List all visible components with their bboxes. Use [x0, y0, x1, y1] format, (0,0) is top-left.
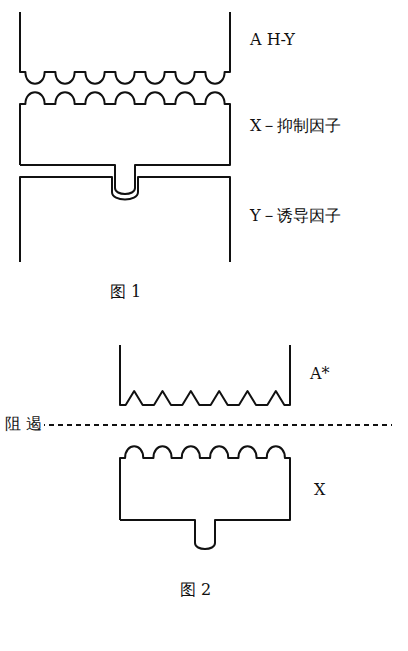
factor-label: X－抑制因子	[248, 116, 343, 135]
factor-label: Y－诱导因子	[248, 206, 343, 225]
receptor-a	[20, 12, 230, 84]
factor-label: X	[312, 480, 327, 499]
altered-receptor-a	[120, 345, 290, 405]
factor-label: A*	[308, 364, 332, 383]
figure-caption: 图 2	[178, 580, 213, 599]
block-line	[40, 424, 392, 426]
suppressor-x	[20, 92, 230, 194]
figure-caption: 图 1	[108, 282, 143, 301]
suppressor-x	[120, 446, 290, 549]
block-label: 阻 遏	[3, 414, 44, 433]
inducer-y	[20, 177, 230, 262]
factor-label: A H-Y	[248, 30, 297, 49]
